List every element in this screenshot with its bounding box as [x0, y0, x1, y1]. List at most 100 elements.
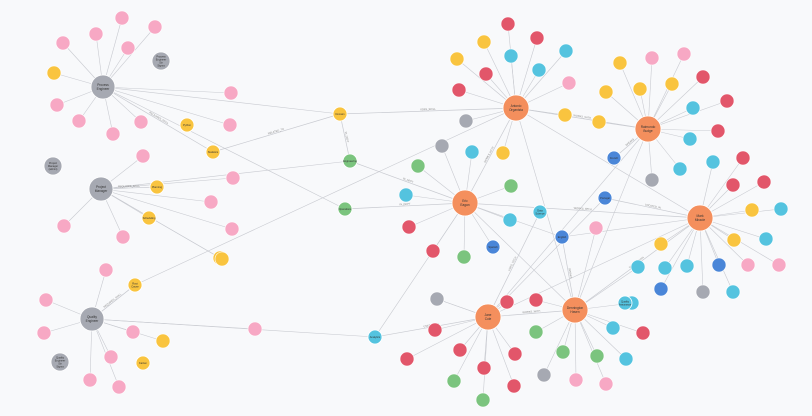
graph-node[interactable]: [771, 257, 787, 273]
graph-node[interactable]: [56, 218, 72, 234]
graph-node[interactable]: [451, 82, 467, 98]
graph-node[interactable]: [214, 251, 230, 267]
graph-node[interactable]: [446, 373, 462, 389]
graph-edge[interactable]: [339, 113, 351, 162]
graph-node[interactable]: [114, 10, 130, 26]
graph-edge[interactable]: [515, 107, 649, 130]
graph-edge[interactable]: [464, 107, 517, 204]
graph-node[interactable]: [598, 376, 614, 392]
graph-node[interactable]: [55, 35, 71, 51]
graph-node[interactable]: [503, 178, 519, 194]
graph-node[interactable]: [247, 321, 263, 337]
graph-edge[interactable]: [464, 202, 701, 219]
graph-node[interactable]: [135, 148, 151, 164]
graph-node[interactable]: [82, 372, 98, 388]
graph-node[interactable]: [203, 194, 219, 210]
graph-node[interactable]: [588, 220, 604, 236]
graph-node[interactable]: [598, 84, 614, 100]
graph-node[interactable]: [740, 257, 756, 273]
graph-node[interactable]: [427, 322, 443, 338]
graph-node[interactable]: [224, 221, 240, 237]
graph-node[interactable]: [618, 351, 634, 367]
node-sk-de[interactable]: Domain: [332, 106, 348, 122]
graph-edge[interactable]: [487, 211, 541, 318]
graph-node[interactable]: [98, 262, 114, 278]
graph-node[interactable]: [147, 19, 163, 35]
graph-node[interactable]: [719, 93, 735, 109]
graph-node[interactable]: [695, 69, 711, 85]
graph-node[interactable]: [49, 97, 65, 113]
node-sk-sk2[interactable]: Planning: [149, 179, 165, 195]
graph-node[interactable]: [644, 172, 660, 188]
graph-node[interactable]: [133, 114, 149, 130]
graph-edge[interactable]: [349, 160, 466, 204]
node-o-fr[interactable]: French: [606, 150, 622, 166]
graph-node[interactable]: [644, 50, 660, 66]
graph-node[interactable]: [528, 324, 544, 340]
graph-node[interactable]: [695, 284, 711, 300]
graph-node[interactable]: [88, 26, 104, 42]
graph-node[interactable]: [125, 324, 141, 340]
graph-node[interactable]: [635, 325, 651, 341]
graph-node[interactable]: [744, 202, 760, 218]
node-d-eng[interactable]: Engineering: [342, 153, 357, 169]
graph-node[interactable]: [155, 333, 171, 349]
graph-node[interactable]: [222, 117, 238, 133]
node-o-sp[interactable]: Spanish: [485, 239, 501, 255]
graph-node[interactable]: [528, 292, 544, 308]
graph-node[interactable]: [682, 131, 698, 147]
graph-node[interactable]: [507, 346, 523, 362]
node-sk-sk3[interactable]: Scheduling: [141, 210, 157, 226]
graph-node[interactable]: [223, 85, 239, 101]
graph-node[interactable]: [476, 34, 492, 50]
graph-node[interactable]: [705, 154, 721, 170]
graph-node[interactable]: [676, 46, 692, 62]
graph-node[interactable]: [726, 232, 742, 248]
graph-node[interactable]: [464, 144, 480, 160]
node-t-ana[interactable]: Analytics: [367, 329, 383, 345]
graph-edge[interactable]: [339, 107, 517, 115]
graph-node[interactable]: [591, 114, 607, 130]
graph-node[interactable]: [71, 113, 87, 129]
graph-node[interactable]: [506, 378, 522, 394]
graph-node[interactable]: [555, 344, 571, 360]
graph-node[interactable]: [612, 55, 628, 71]
graph-node[interactable]: [758, 231, 774, 247]
graph-node[interactable]: [605, 320, 621, 336]
graph-node[interactable]: [500, 16, 516, 32]
graph-edge[interactable]: [344, 202, 466, 210]
node-o-eng[interactable]: English: [554, 229, 570, 245]
graph-node[interactable]: [710, 123, 726, 139]
graph-node[interactable]: [425, 243, 441, 259]
graph-node[interactable]: [458, 113, 474, 129]
graph-node[interactable]: [657, 260, 673, 276]
graph-node[interactable]: [429, 291, 445, 307]
graph-node[interactable]: [478, 66, 494, 82]
graph-node[interactable]: [225, 170, 241, 186]
graph-node[interactable]: [672, 161, 688, 177]
graph-node[interactable]: [111, 379, 127, 395]
graph-node[interactable]: [120, 40, 136, 56]
graph-node[interactable]: [653, 236, 669, 252]
graph-node[interactable]: [401, 219, 417, 235]
node-d-ops[interactable]: Operations: [337, 201, 353, 217]
graph-node[interactable]: [503, 48, 519, 64]
graph-node[interactable]: [399, 351, 415, 367]
graph-node[interactable]: [568, 372, 584, 388]
graph-node[interactable]: [499, 294, 515, 310]
